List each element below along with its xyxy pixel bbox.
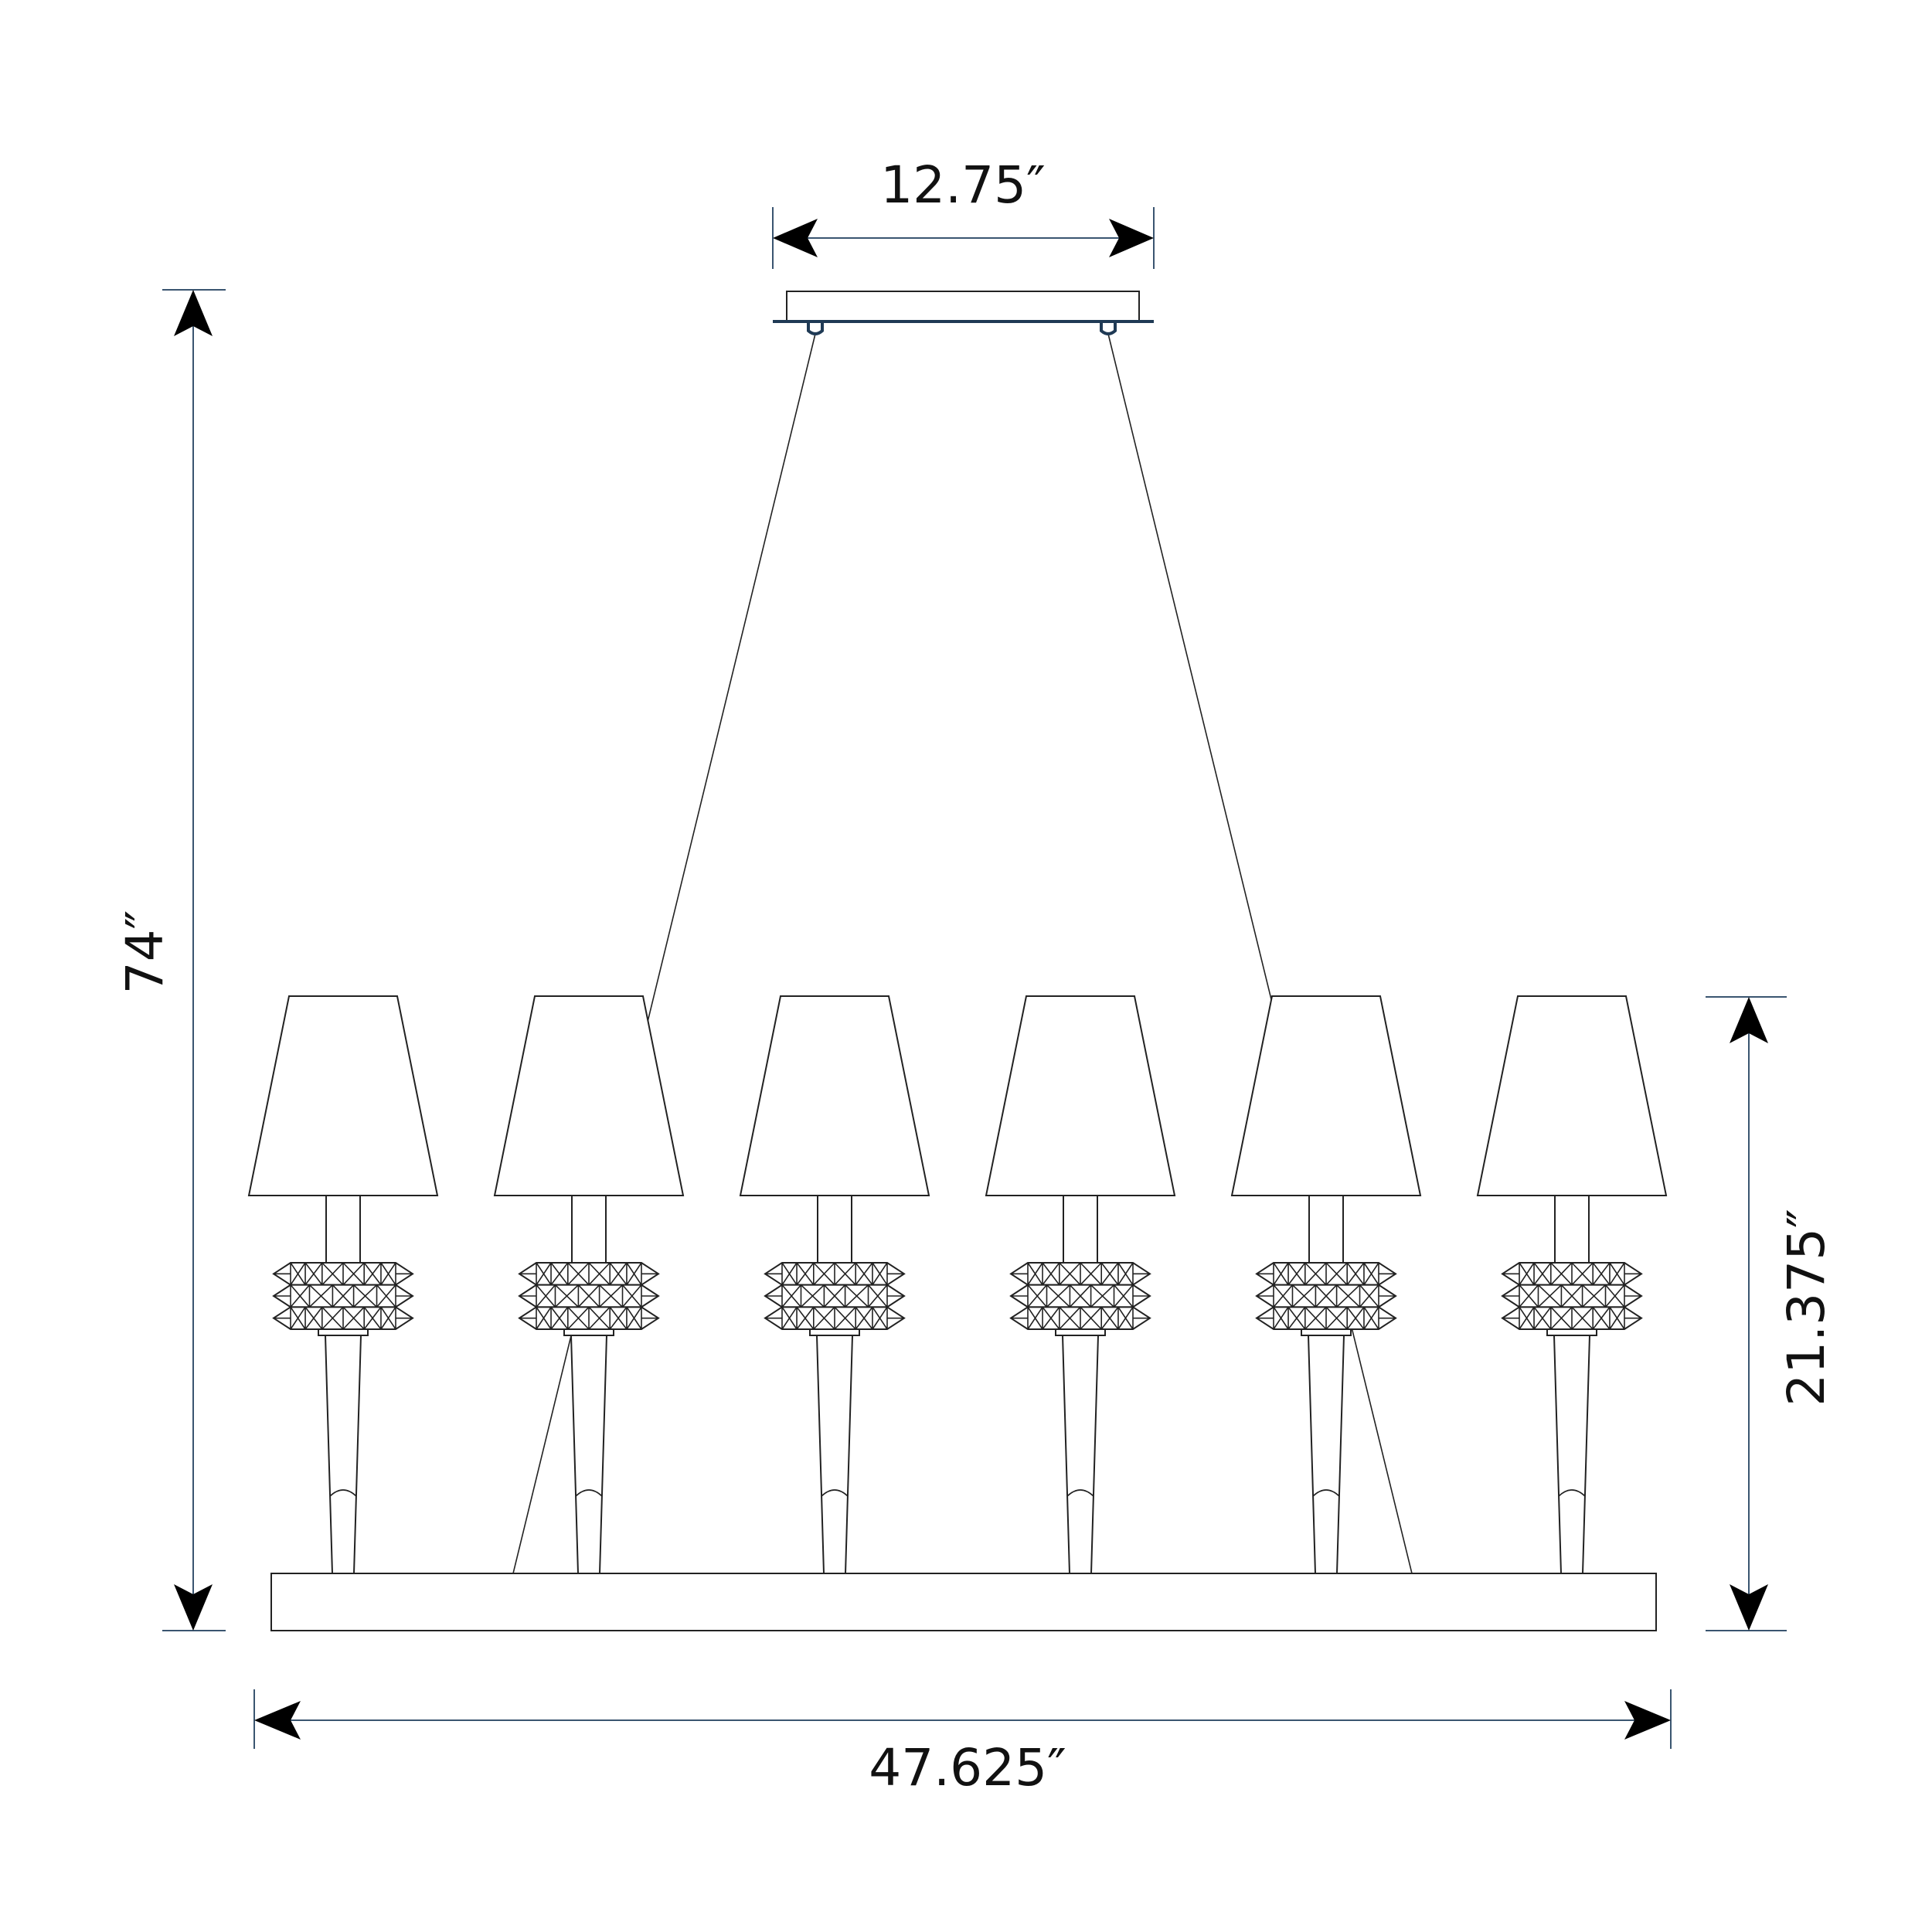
lamp-arm bbox=[985, 995, 1176, 1574]
crystal-facets bbox=[765, 1306, 904, 1330]
crystal-facets bbox=[1257, 1262, 1396, 1286]
arrow-right-icon bbox=[1624, 1701, 1671, 1740]
crystal-band bbox=[272, 1262, 414, 1330]
lamp-stem bbox=[817, 1195, 852, 1264]
overall-width-label: 47.625″ bbox=[869, 1738, 1066, 1798]
fixture-base-bar bbox=[270, 1573, 1657, 1631]
arrow-up-icon bbox=[1730, 997, 1768, 1043]
fixture-height-label: 21.375″ bbox=[1777, 1209, 1836, 1406]
crystal-facets bbox=[1011, 1262, 1150, 1286]
lamp-arm bbox=[1476, 995, 1668, 1574]
crystal-facets bbox=[274, 1306, 413, 1330]
lamp-stem bbox=[1308, 1195, 1344, 1264]
crystal-facets bbox=[519, 1306, 658, 1330]
taper-ring bbox=[821, 1489, 849, 1497]
arrow-up-icon bbox=[174, 290, 213, 336]
crystal-facets bbox=[765, 1284, 904, 1308]
arrow-down-icon bbox=[1730, 1584, 1768, 1631]
lamp-taper bbox=[815, 1335, 854, 1574]
crystal-facets bbox=[1011, 1284, 1150, 1308]
crystal-collar bbox=[318, 1328, 369, 1336]
canopy-plate bbox=[786, 291, 1140, 322]
taper-ring bbox=[1312, 1489, 1340, 1497]
lamp-shade bbox=[739, 995, 930, 1196]
lamp-shade bbox=[1230, 995, 1422, 1196]
overall-width-dimension: 47.625″ bbox=[253, 1689, 1672, 1798]
crystal-facets bbox=[1257, 1284, 1396, 1308]
crystal-band bbox=[764, 1262, 906, 1330]
taper-ring bbox=[1558, 1489, 1586, 1497]
crystal-collar bbox=[809, 1328, 860, 1336]
lamp-stem bbox=[325, 1195, 361, 1264]
canopy-width-label: 12.75″ bbox=[880, 155, 1046, 215]
taper-ring bbox=[1066, 1489, 1094, 1497]
crystal-band bbox=[1009, 1262, 1151, 1330]
lamp-shade bbox=[985, 995, 1176, 1196]
suspension-cables bbox=[512, 333, 1413, 1574]
crystal-facets bbox=[1011, 1306, 1150, 1330]
lamp-taper bbox=[1061, 1335, 1100, 1574]
crystal-facets bbox=[1502, 1284, 1641, 1308]
arrow-right-icon bbox=[1109, 219, 1154, 257]
crystal-band bbox=[518, 1262, 660, 1330]
lamp-arms bbox=[247, 995, 1668, 1574]
lamp-stem bbox=[1063, 1195, 1098, 1264]
lamp-arm bbox=[1230, 995, 1422, 1574]
crystal-collar bbox=[1055, 1328, 1106, 1336]
left-cable bbox=[512, 333, 816, 1574]
crystal-facets bbox=[274, 1262, 413, 1286]
ceiling-canopy bbox=[773, 291, 1154, 335]
lamp-shade bbox=[493, 995, 685, 1196]
crystal-facets bbox=[1502, 1262, 1641, 1286]
overall-height-dimension: 74″ bbox=[115, 289, 226, 1631]
crystal-collar bbox=[563, 1328, 614, 1336]
lamp-stem bbox=[1554, 1195, 1590, 1264]
right-cable-hook bbox=[1100, 323, 1117, 335]
crystal-facets bbox=[1502, 1306, 1641, 1330]
arrow-down-icon bbox=[174, 1584, 213, 1631]
arrow-left-icon bbox=[254, 1701, 301, 1740]
canopy-width-dimension: 12.75″ bbox=[772, 155, 1155, 269]
left-cable-hook bbox=[807, 323, 824, 335]
fixture-height-dimension: 21.375″ bbox=[1706, 996, 1836, 1631]
crystal-facets bbox=[1257, 1306, 1396, 1330]
crystal-facets bbox=[519, 1262, 658, 1286]
taper-ring bbox=[575, 1489, 603, 1497]
lamp-arm bbox=[493, 995, 685, 1574]
lamp-shade bbox=[247, 995, 439, 1196]
lamp-shade bbox=[1476, 995, 1668, 1196]
crystal-facets bbox=[274, 1284, 413, 1308]
lamp-taper bbox=[1553, 1335, 1591, 1574]
arrow-left-icon bbox=[773, 219, 818, 257]
crystal-collar bbox=[1301, 1328, 1352, 1336]
overall-height-label: 74″ bbox=[115, 910, 175, 995]
crystal-band bbox=[1255, 1262, 1397, 1330]
crystal-facets bbox=[519, 1284, 658, 1308]
lamp-arm bbox=[739, 995, 930, 1574]
right-cable bbox=[1107, 333, 1413, 1574]
crystal-facets bbox=[765, 1262, 904, 1286]
crystal-collar bbox=[1546, 1328, 1597, 1336]
lamp-taper bbox=[1307, 1335, 1345, 1574]
taper-ring bbox=[329, 1489, 357, 1497]
lamp-arm bbox=[247, 995, 439, 1574]
lamp-stem bbox=[571, 1195, 607, 1264]
crystal-band bbox=[1501, 1262, 1643, 1330]
lamp-taper bbox=[570, 1335, 608, 1574]
lamp-taper bbox=[324, 1335, 362, 1574]
